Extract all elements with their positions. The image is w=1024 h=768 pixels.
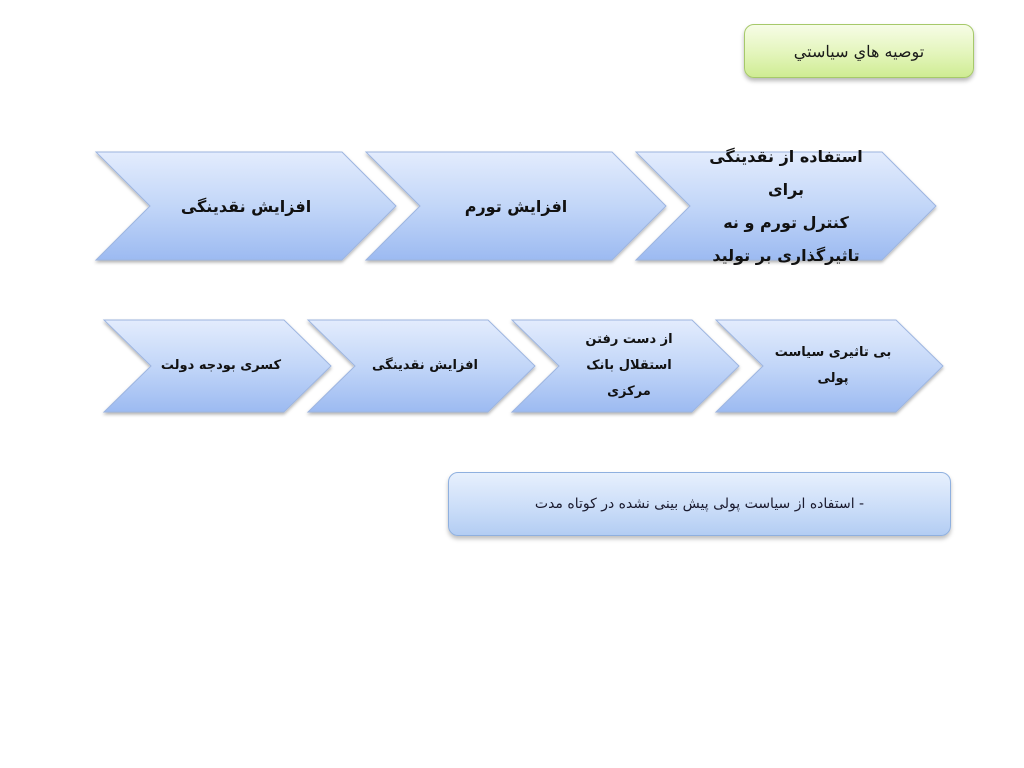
note-box: - استفاده از سیاست پولی پیش بینی نشده در…	[448, 472, 951, 536]
chevron-row1-step1-label: استفاده از نقدینگی برای کنترل تورم و نه …	[709, 147, 863, 265]
chevron-row2-step4-label: کسری بودجه دولت	[160, 358, 282, 373]
chevron-row2-step2-label: از دست رفتن استقلال بانک مرکزی	[585, 332, 673, 399]
title-box: توصيه هاي سياستي	[744, 24, 974, 78]
chevron-row2-step1-label: بی تاثیری سیاست پولی	[774, 345, 892, 386]
slide-title: توصيه هاي سياستي	[793, 41, 925, 61]
chevron-row1-step2-label: افزایش تورم	[464, 196, 568, 216]
chevron-row1-step3-label: افزایش نقدینگی	[180, 196, 312, 216]
note-text: - استفاده از سیاست پولی پیش بینی نشده در…	[534, 496, 865, 512]
chevron-row2-step3-label: افزایش نقدینگی	[372, 358, 478, 373]
